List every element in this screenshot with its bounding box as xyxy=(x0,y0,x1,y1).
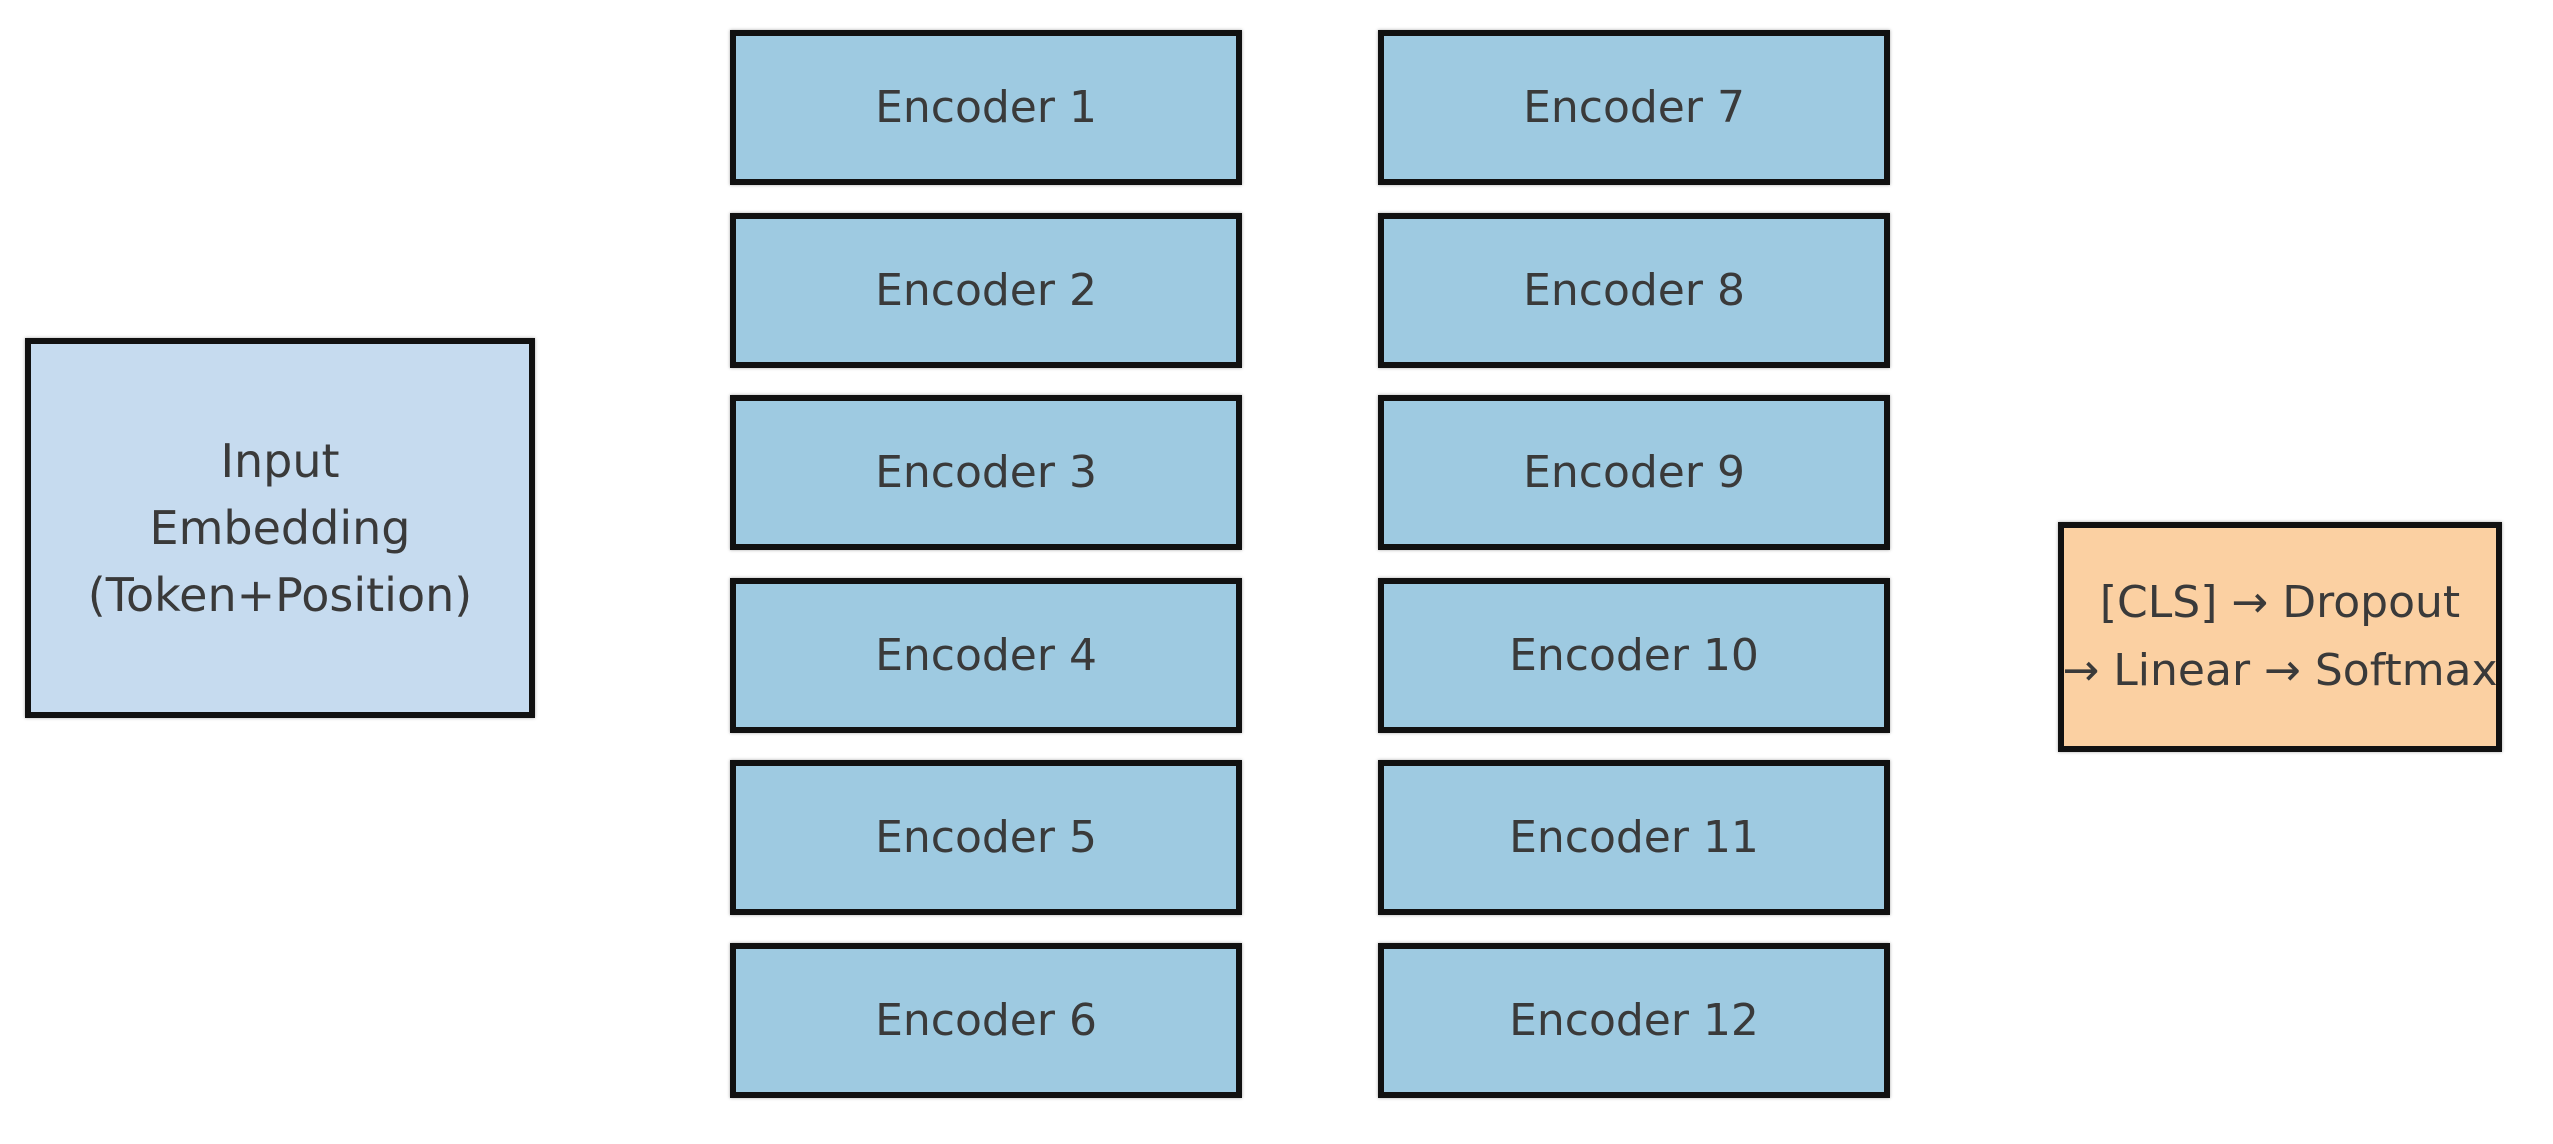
encoder-label-8: Encoder 8 xyxy=(1523,265,1745,316)
cls-head-label-line-2: → Linear → Softmax xyxy=(2062,645,2498,696)
encoder-label-6: Encoder 6 xyxy=(875,995,1097,1046)
input-embedding-label-line-2: Embedding xyxy=(149,500,411,555)
encoder-box-6: Encoder 6 xyxy=(730,943,1242,1098)
encoder-box-8: Encoder 8 xyxy=(1378,213,1890,368)
encoder-box-3: Encoder 3 xyxy=(730,395,1242,550)
encoder-label-1: Encoder 1 xyxy=(875,82,1097,133)
encoder-box-10: Encoder 10 xyxy=(1378,578,1890,733)
encoder-label-4: Encoder 4 xyxy=(875,630,1097,681)
input-embedding-label-line-1: Input xyxy=(220,433,340,488)
encoder-label-9: Encoder 9 xyxy=(1523,447,1745,498)
cls-head-label-line-1: [CLS] → Dropout xyxy=(2099,577,2461,628)
encoder-box-12: Encoder 12 xyxy=(1378,943,1890,1098)
input-embedding-box: Input Embedding (Token+Position) xyxy=(25,338,535,718)
encoder-box-5: Encoder 5 xyxy=(730,760,1242,915)
encoder-label-10: Encoder 10 xyxy=(1509,630,1759,681)
encoder-box-9: Encoder 9 xyxy=(1378,395,1890,550)
encoder-label-5: Encoder 5 xyxy=(875,812,1097,863)
encoder-box-2: Encoder 2 xyxy=(730,213,1242,368)
encoder-box-7: Encoder 7 xyxy=(1378,30,1890,185)
encoder-label-12: Encoder 12 xyxy=(1509,995,1759,1046)
encoder-box-4: Encoder 4 xyxy=(730,578,1242,733)
encoder-box-1: Encoder 1 xyxy=(730,30,1242,185)
encoder-box-11: Encoder 11 xyxy=(1378,760,1890,915)
encoder-label-7: Encoder 7 xyxy=(1523,82,1745,133)
cls-head-box: [CLS] → Dropout → Linear → Softmax xyxy=(2058,522,2502,752)
encoder-label-11: Encoder 11 xyxy=(1509,812,1759,863)
encoder-label-2: Encoder 2 xyxy=(875,265,1097,316)
input-embedding-label-line-3: (Token+Position) xyxy=(87,567,473,622)
encoder-label-3: Encoder 3 xyxy=(875,447,1097,498)
